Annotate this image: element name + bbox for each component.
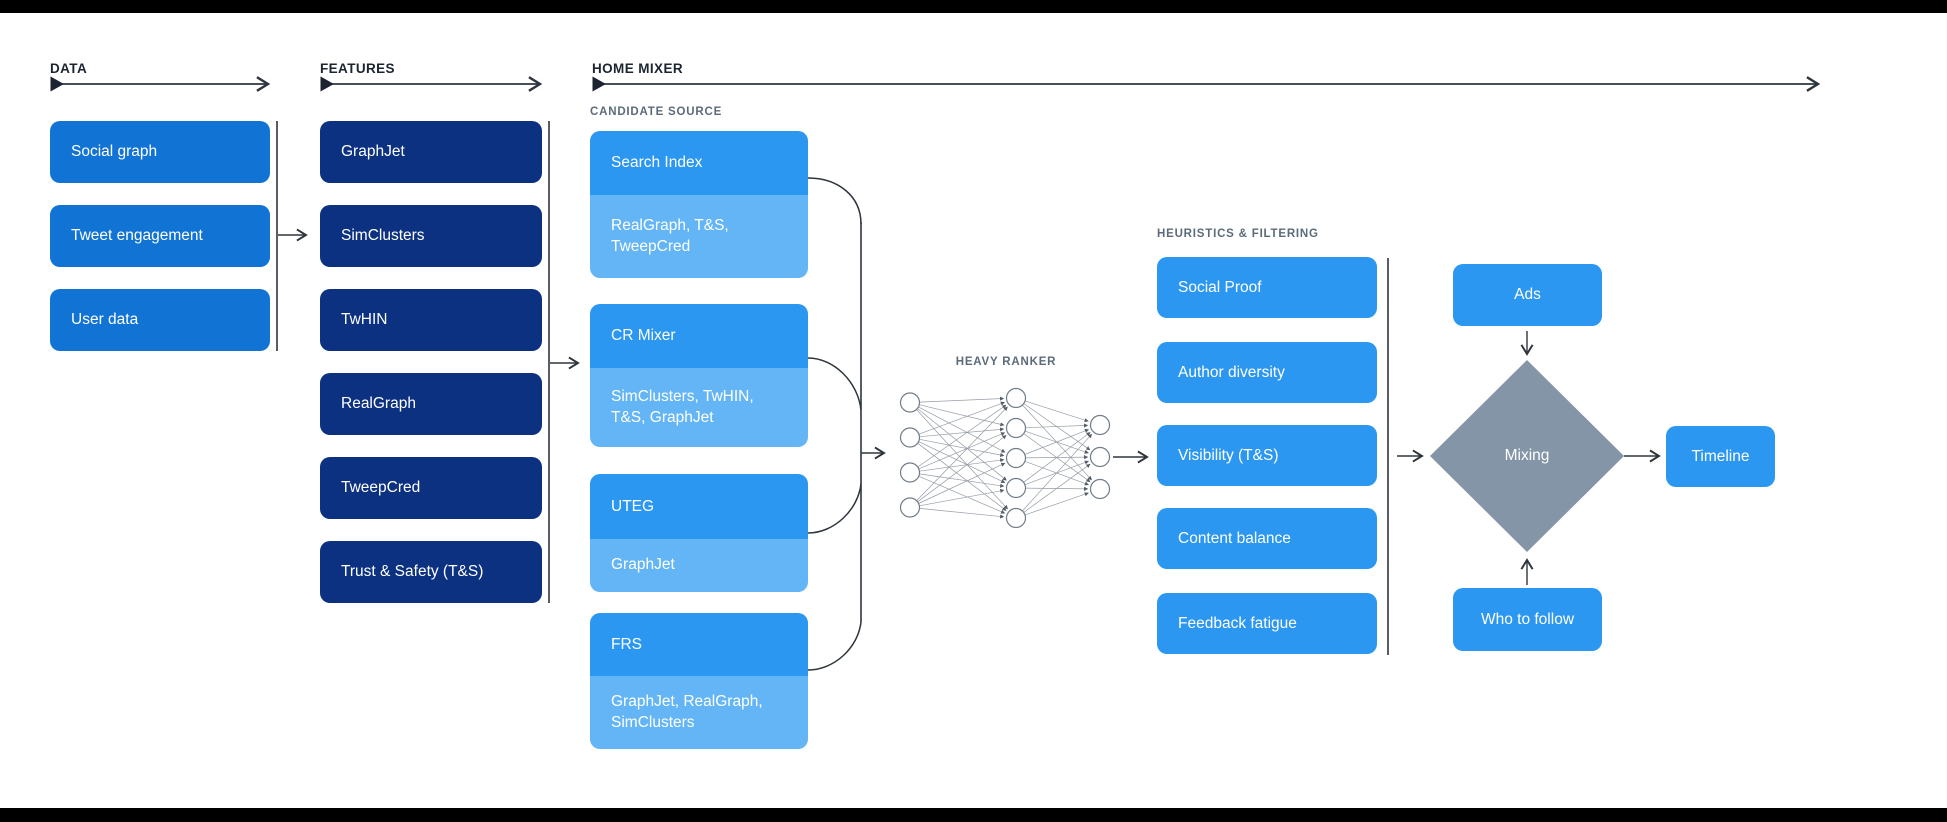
feature-box: RealGraph bbox=[320, 373, 542, 435]
data-box: Social graph bbox=[50, 121, 270, 183]
cr-mixer-connector bbox=[807, 357, 862, 411]
bottom-black-bar bbox=[0, 808, 1947, 822]
candidate-group: CR Mixer SimClusters, TwHIN, T&S, GraphJ… bbox=[590, 304, 808, 447]
data-box: Tweet engagement bbox=[50, 205, 270, 267]
candidate-source-box: UTEG bbox=[590, 474, 808, 539]
heuristic-box: Social Proof bbox=[1157, 257, 1377, 318]
heuristics-filtering-label: HEURISTICS & FILTERING bbox=[1157, 228, 1319, 240]
feature-box: TweepCred bbox=[320, 457, 542, 519]
features-section-label: FEATURES bbox=[320, 61, 395, 76]
heuristic-box: Content balance bbox=[1157, 508, 1377, 569]
frs-connector bbox=[807, 621, 862, 671]
search-index-connector bbox=[807, 177, 862, 225]
uteg-connector bbox=[807, 483, 862, 534]
candidate-source-label: CANDIDATE SOURCE bbox=[590, 106, 723, 118]
data-box: User data bbox=[50, 289, 270, 351]
feature-box: Trust & Safety (T&S) bbox=[320, 541, 542, 603]
heavy-ranker-label: HEAVY RANKER bbox=[955, 356, 1057, 368]
candidate-feeds-box: SimClusters, TwHIN, T&S, GraphJet bbox=[590, 368, 808, 447]
candidate-feeds-box: GraphJet, RealGraph, SimClusters bbox=[590, 676, 808, 749]
ads-box: Ads bbox=[1453, 264, 1602, 326]
feature-box: GraphJet bbox=[320, 121, 542, 183]
data-section-label: DATA bbox=[50, 61, 88, 76]
heavy-ranker-network bbox=[899, 387, 1111, 529]
candidate-group: Search Index RealGraph, T&S, TweepCred bbox=[590, 131, 808, 278]
heuristic-box: Author diversity bbox=[1157, 342, 1377, 403]
candidate-group: FRS GraphJet, RealGraph, SimClusters bbox=[590, 613, 808, 749]
heuristic-box: Feedback fatigue bbox=[1157, 593, 1377, 654]
candidate-group: UTEG GraphJet bbox=[590, 474, 808, 592]
mixing-diamond bbox=[1430, 360, 1624, 552]
candidate-feeds-box: RealGraph, T&S, TweepCred bbox=[590, 195, 808, 278]
home-mixer-section-label: HOME MIXER bbox=[592, 61, 684, 76]
candidate-feeds-box: GraphJet bbox=[590, 539, 808, 592]
heuristic-box: Visibility (T&S) bbox=[1157, 425, 1377, 486]
top-black-bar bbox=[0, 0, 1947, 13]
mixing-label: Mixing bbox=[1504, 447, 1550, 464]
who-to-follow-box: Who to follow bbox=[1453, 588, 1602, 651]
feature-box: SimClusters bbox=[320, 205, 542, 267]
feature-box: TwHIN bbox=[320, 289, 542, 351]
timeline-box: Timeline bbox=[1666, 426, 1775, 487]
candidate-source-box: CR Mixer bbox=[590, 304, 808, 368]
candidate-source-box: FRS bbox=[590, 613, 808, 676]
candidate-source-box: Search Index bbox=[590, 131, 808, 195]
